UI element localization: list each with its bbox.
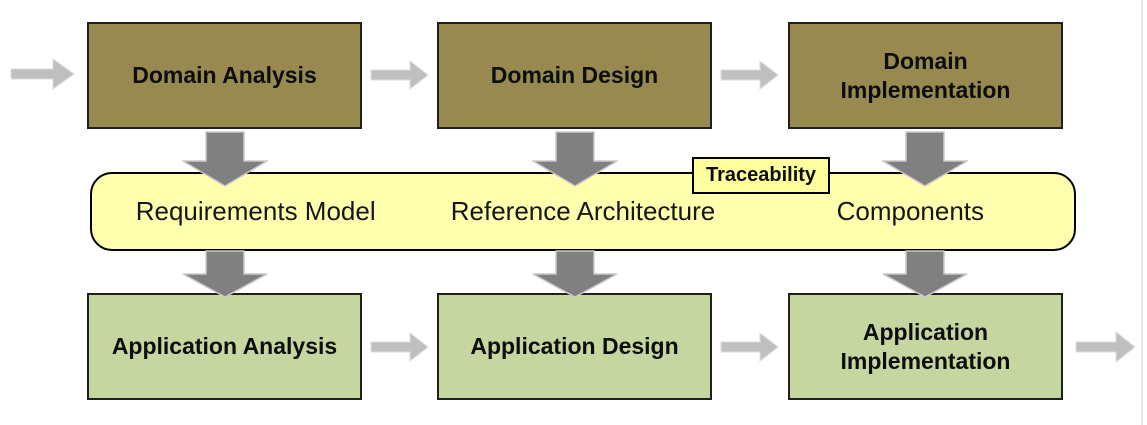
traceability-tag-label: Traceability	[705, 164, 817, 186]
box-application-analysis: Application Analysis	[87, 293, 362, 400]
box-label: Domain Analysis	[132, 62, 317, 89]
flow-exit-arrow-right-icon	[1075, 331, 1136, 363]
box-application-implementation: Application Implementation	[788, 293, 1063, 400]
flow-arrow-down-icon	[532, 250, 618, 298]
flow-arrow-down-icon	[182, 131, 268, 187]
box-label: Application Design	[470, 333, 679, 360]
flow-arrow-right-icon	[720, 60, 779, 90]
box-domain-design: Domain Design	[437, 22, 712, 129]
box-label: Domain Design	[490, 62, 659, 89]
artifact-requirements-model: Requirements Model	[135, 196, 376, 226]
artifact-components: Components	[836, 196, 985, 226]
artifacts-band: Requirements Model Reference Architectur…	[90, 172, 1076, 251]
flow-arrow-right-icon	[720, 332, 779, 362]
box-label: Application Analysis	[111, 333, 338, 360]
box-domain-implementation: Domain Implementation	[788, 22, 1063, 129]
box-domain-analysis: Domain Analysis	[87, 22, 362, 129]
box-label: Domain Implementation	[840, 47, 1011, 103]
flow-arrow-down-icon	[182, 250, 268, 298]
flow-arrow-down-icon	[882, 131, 968, 187]
flow-arrow-right-icon	[370, 332, 429, 362]
traceability-tag: Traceability	[692, 157, 830, 194]
flow-entry-arrow-right-icon	[10, 58, 75, 90]
flow-arrow-right-icon	[370, 60, 429, 90]
flow-arrow-down-icon	[532, 131, 618, 187]
box-label: Application Implementation	[840, 318, 1011, 374]
box-application-design: Application Design	[437, 293, 712, 400]
page-edge-divider	[1141, 0, 1143, 425]
flow-arrow-down-icon	[882, 250, 968, 298]
artifact-reference-architecture: Reference Architecture	[450, 196, 716, 226]
